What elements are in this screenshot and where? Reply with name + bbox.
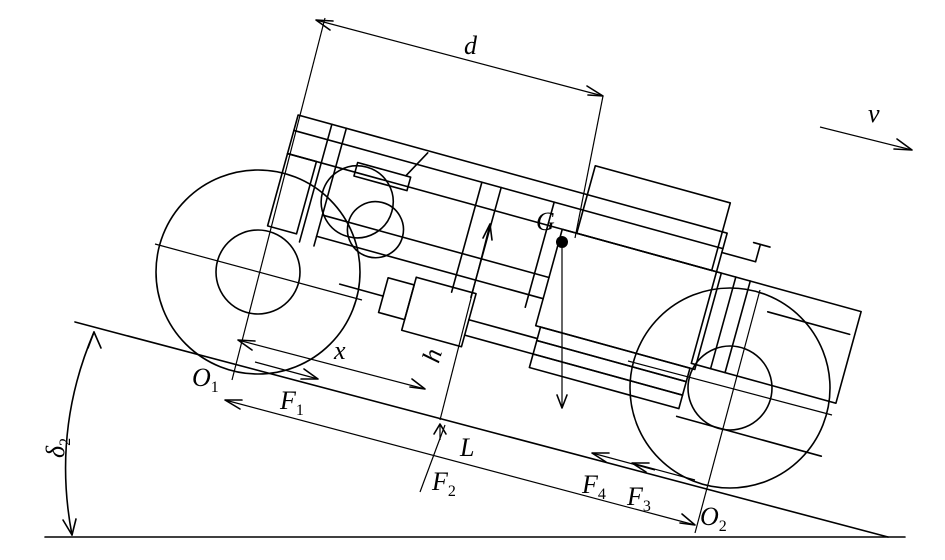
- front-axle-perpendicular: [231, 17, 326, 381]
- engine-top-block: [353, 161, 412, 192]
- post-5: [524, 201, 555, 309]
- rear-lower-beam: [675, 415, 823, 458]
- rear-axle-perpendicular: [694, 289, 761, 534]
- label-F2: F2: [431, 467, 456, 500]
- label-v: v: [868, 99, 880, 128]
- label-O1: O1: [192, 363, 219, 396]
- trans-plate-3: [528, 353, 684, 410]
- label-F1: F1: [279, 386, 304, 419]
- L-dimension-line: [224, 399, 696, 526]
- gearbox-coupler: [377, 276, 415, 321]
- post-2: [313, 127, 348, 247]
- L-arrow-right: [679, 513, 696, 526]
- label-x: x: [333, 336, 346, 365]
- steering-column: [405, 151, 429, 177]
- x-arrow-left: [237, 339, 256, 351]
- x-arrow-right: [409, 378, 426, 390]
- hood-inner-line: [293, 129, 724, 250]
- label-h: h: [416, 345, 447, 365]
- slope-angle-label-group: δ2: [41, 438, 74, 458]
- slope-angle-arc: [64, 331, 95, 536]
- rear-post-1: [709, 276, 737, 370]
- F4-force-arrow: [591, 452, 656, 471]
- front-wheel-axis: [154, 243, 363, 301]
- front-wheel-hub: [215, 229, 301, 315]
- engine-cylinder-2: [346, 200, 405, 259]
- g-vertical-reference: [574, 95, 604, 239]
- F3-arrow-head: [631, 462, 650, 473]
- trans-plate-2: [532, 339, 688, 396]
- driveshaft-lower: [463, 334, 534, 355]
- rear-frame: [690, 270, 862, 404]
- label-F3: F3: [626, 482, 651, 515]
- h-dimension-line: [439, 223, 491, 421]
- gravity-arrow-head: [556, 394, 568, 409]
- trans-plate-1: [536, 326, 691, 383]
- rear-wheel-hub: [687, 345, 773, 431]
- front-axle-link: [338, 283, 384, 297]
- slope-angle-arrow-bottom: [62, 518, 77, 536]
- label-F4: F4: [581, 470, 606, 503]
- front-wheel-tire: [155, 169, 361, 375]
- rear-frame-inner: [766, 310, 851, 336]
- slope-angle-arrow-top: [87, 331, 102, 349]
- label-d: d: [464, 31, 478, 60]
- f2-extension-line: [419, 424, 446, 493]
- exhaust-pipe: [721, 241, 771, 263]
- F3-force-arrow: [631, 462, 696, 481]
- label-G: G: [536, 207, 555, 236]
- x-dimension-line: [237, 339, 426, 390]
- rear-wheel-tire: [629, 287, 831, 489]
- front-grille: [266, 152, 318, 235]
- d-dimension-line: [315, 19, 604, 97]
- F2-arrow-head: [433, 423, 447, 435]
- F4-arrow-head: [591, 452, 610, 463]
- d-arrow-left: [315, 19, 334, 31]
- frame-line-2: [315, 235, 544, 300]
- slope-line: [74, 321, 889, 538]
- post-3: [450, 181, 483, 293]
- F1-arrow-head: [300, 368, 319, 380]
- center-of-gravity: [556, 236, 568, 248]
- label-L: L: [459, 433, 474, 462]
- rear-post-2: [724, 280, 752, 374]
- driveshaft-upper: [468, 318, 539, 340]
- F1-force-arrow: [254, 361, 319, 380]
- tractor-body: [266, 114, 862, 458]
- label-O2: O2: [700, 502, 727, 535]
- velocity-arrow-head: [893, 138, 913, 151]
- label-delta: δ2: [41, 438, 74, 458]
- frame-line-1: [321, 214, 550, 279]
- L-arrow-left: [224, 399, 243, 410]
- h-arrow-top: [482, 223, 493, 241]
- post-1: [298, 123, 333, 243]
- rear-wheel-axis: [627, 360, 833, 416]
- velocity-arrow: [819, 126, 913, 151]
